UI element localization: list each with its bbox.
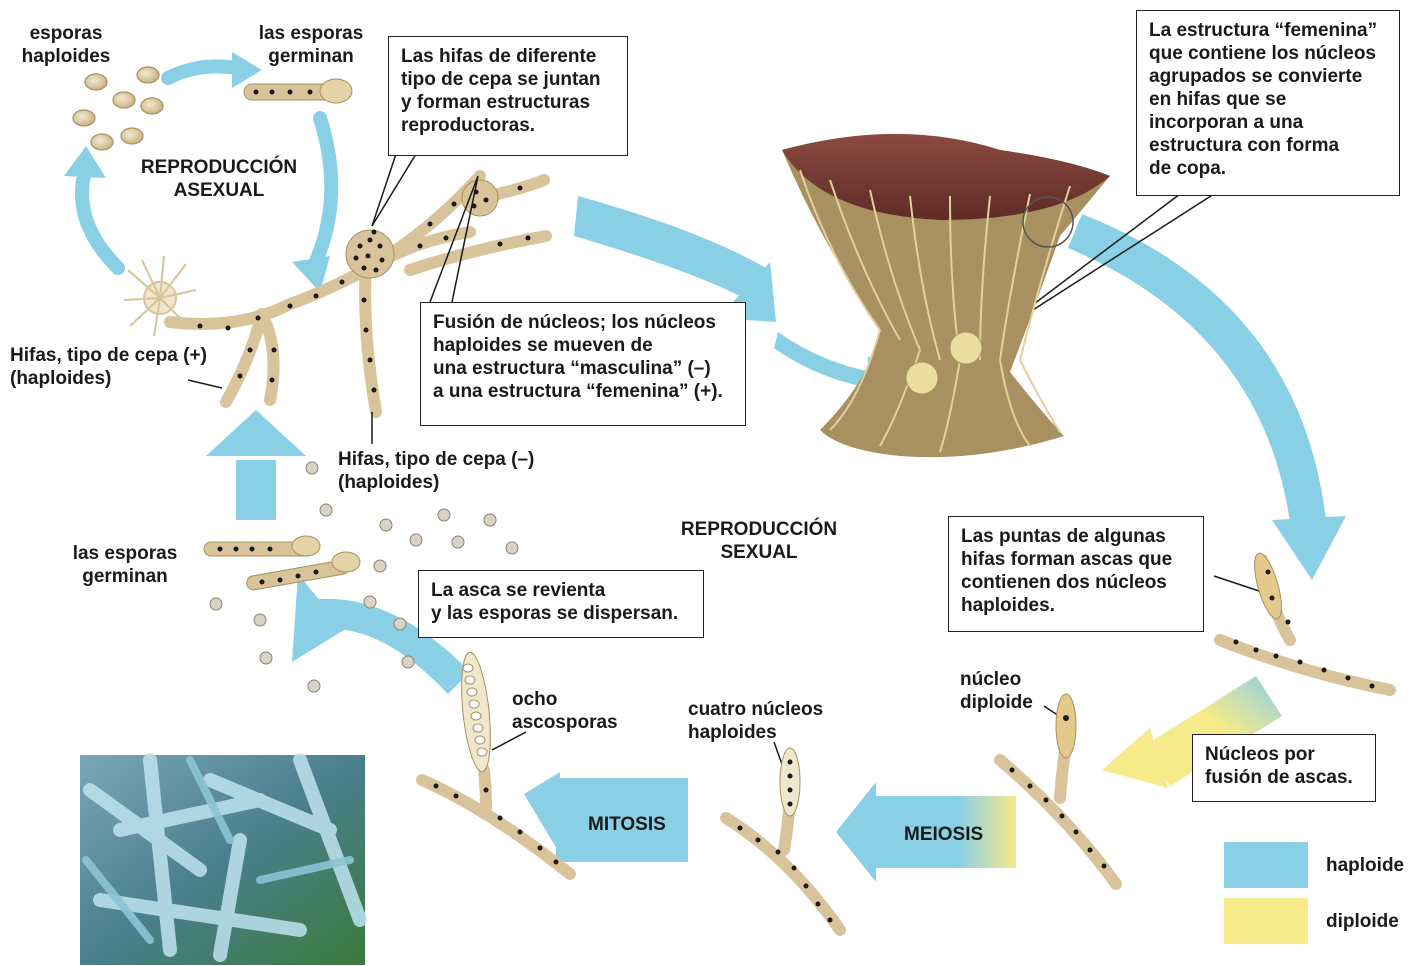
female-structure-box: La estructura “femenina” que contiene lo… — [1136, 10, 1400, 196]
hyphae-join-box: Las hifas de diferente tipo de cepa se j… — [388, 36, 628, 156]
asexual-title: REPRODUCCIÓN ASEXUAL — [126, 156, 312, 202]
haploid-spores-label: esporas haploides — [10, 22, 122, 68]
ascus-fusion-box: Núcleos por fusión de ascas. — [1192, 734, 1376, 802]
ascus-tips — [1220, 551, 1390, 690]
ascus-burst-box: La asca se revienta y las esporas se dis… — [418, 570, 704, 638]
sporangium — [124, 256, 196, 336]
hyphae-minus-label: Hifas, tipo de cepa (–) (haploides) — [338, 448, 578, 494]
cup-structure — [782, 134, 1110, 457]
top-germinate-label: las esporas germinan — [250, 22, 372, 68]
hyphae-plus-label: Hifas, tipo de cepa (+) (haploides) — [10, 344, 250, 390]
four-nuclei-ascus — [726, 748, 840, 930]
mitosis-label: MITOSIS — [588, 814, 666, 836]
meiosis-label: MEIOSIS — [904, 824, 983, 846]
hypha-tips-box: Las puntas de algunas hifas forman ascas… — [948, 516, 1204, 632]
haploid-spores — [73, 67, 163, 150]
germinating-spores-lower — [204, 536, 360, 591]
legend-swatch-diploid — [1224, 898, 1308, 944]
eight-ascospores-label: ocho ascosporas — [512, 688, 652, 734]
germinating-spore-top — [244, 79, 352, 103]
micrograph-photo — [80, 755, 365, 965]
four-nuclei-label: cuatro núcleos haploides — [688, 698, 848, 744]
diploid-nucleus-label: núcleo diploide — [960, 668, 1070, 714]
legend-label-diploid: diploide — [1326, 910, 1399, 933]
lower-germinate-label: las esporas germinan — [60, 542, 190, 588]
diploid-ascus — [1000, 694, 1116, 884]
legend-label-haploid: haploide — [1326, 854, 1404, 877]
sexual-title: REPRODUCCIÓN SEXUAL — [664, 518, 854, 564]
legend-swatch-haploid — [1224, 842, 1308, 888]
nuclei-fusion-box: Fusión de núcleos; los núcleos haploides… — [420, 302, 746, 426]
